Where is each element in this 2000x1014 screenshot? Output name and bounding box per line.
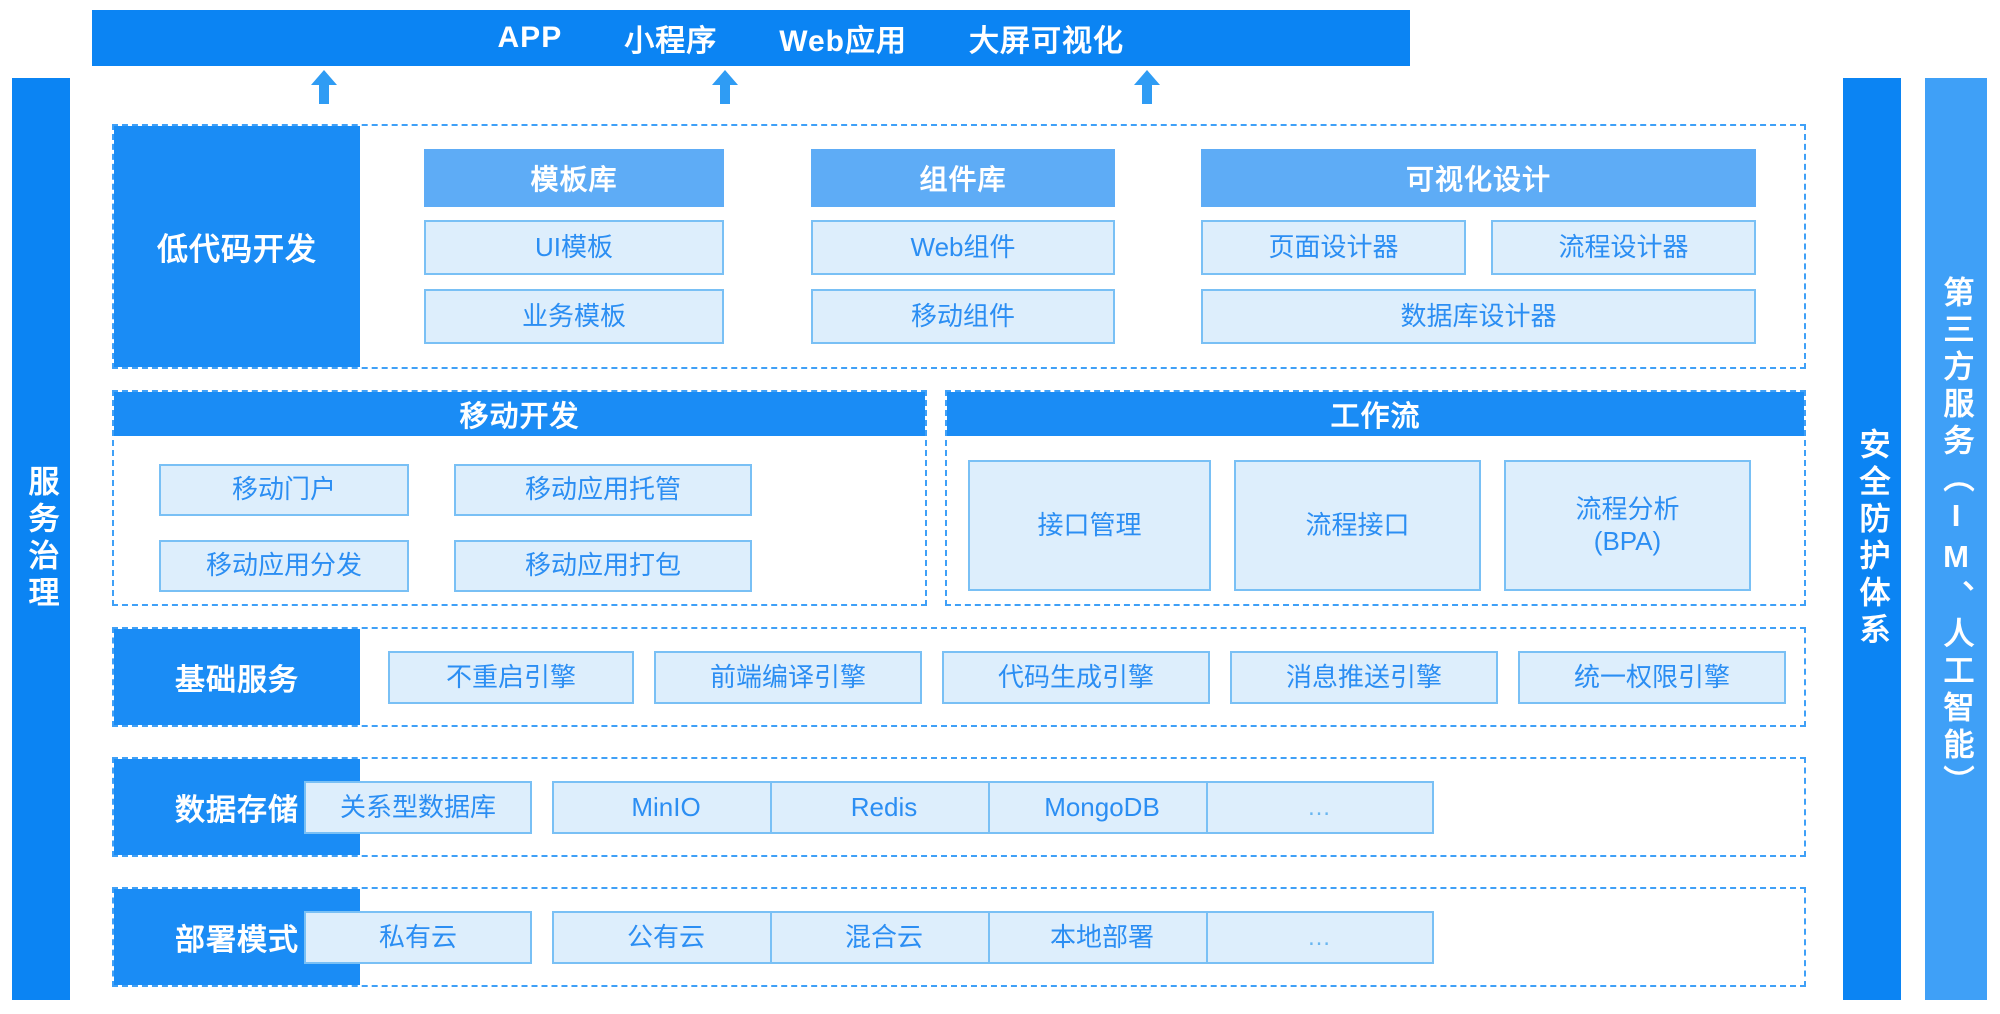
- channel-app: APP: [497, 21, 563, 54]
- cell-unified-permission-engine[interactable]: 统一权限引擎: [1518, 651, 1786, 704]
- sidebar-third-party-service: 第三方服务（IM、人工智能）: [1925, 78, 1987, 1000]
- cell-message-push-engine[interactable]: 消息推送引擎: [1230, 651, 1498, 704]
- cell-public-cloud[interactable]: 公有云: [552, 911, 780, 964]
- cell-ui-template[interactable]: UI模板: [424, 220, 724, 275]
- cell-frontend-compile-engine[interactable]: 前端编译引擎: [654, 651, 922, 704]
- cell-process-analysis-bpa[interactable]: 流程分析 (BPA): [1504, 460, 1751, 591]
- up-arrow-icon-2: [712, 70, 738, 104]
- cell-mobile-app-distribution[interactable]: 移动应用分发: [159, 540, 409, 592]
- cell-private-cloud[interactable]: 私有云: [304, 911, 532, 964]
- section-mobile-development: 移动开发 移动门户 移动应用托管 移动应用分发 移动应用打包: [112, 390, 927, 606]
- section-base-service: 基础服务 不重启引擎 前端编译引擎 代码生成引擎 消息推送引擎 统一权限引擎: [112, 627, 1806, 727]
- cell-hybrid-cloud[interactable]: 混合云: [770, 911, 998, 964]
- cell-page-designer[interactable]: 页面设计器: [1201, 220, 1466, 275]
- cell-on-premise[interactable]: 本地部署: [988, 911, 1216, 964]
- cell-code-generation-engine[interactable]: 代码生成引擎: [942, 651, 1210, 704]
- workflow-head: 工作流: [947, 392, 1804, 436]
- section-lowcode-development: 低代码开发 模板库 UI模板 业务模板 组件库 Web组件 移动组件 可视化设计…: [112, 124, 1806, 369]
- cell-relational-database[interactable]: 关系型数据库: [304, 781, 532, 834]
- channel-miniprogram: 小程序: [624, 25, 718, 58]
- cell-mobile-component[interactable]: 移动组件: [811, 289, 1115, 344]
- cell-database-designer[interactable]: 数据库设计器: [1201, 289, 1756, 344]
- cell-web-component[interactable]: Web组件: [811, 220, 1115, 275]
- cell-interface-management[interactable]: 接口管理: [968, 460, 1211, 591]
- lowcode-label: 低代码开发: [114, 126, 360, 367]
- cell-flow-designer[interactable]: 流程设计器: [1491, 220, 1756, 275]
- cell-business-template[interactable]: 业务模板: [424, 289, 724, 344]
- cell-minio[interactable]: MinIO: [552, 781, 780, 834]
- cell-process-interface[interactable]: 流程接口: [1234, 460, 1481, 591]
- cell-mobile-app-packaging[interactable]: 移动应用打包: [454, 540, 752, 592]
- base-service-label: 基础服务: [114, 629, 360, 725]
- cell-mobile-portal[interactable]: 移动门户: [159, 464, 409, 516]
- section-deploy-mode: 部署模式 私有云 公有云 混合云 本地部署 …: [112, 887, 1806, 987]
- up-arrow-icon-1: [311, 70, 337, 104]
- top-channel-banner: APP 小程序 Web应用 大屏可视化: [92, 10, 1410, 66]
- cell-redis[interactable]: Redis: [770, 781, 998, 834]
- cell-mongodb[interactable]: MongoDB: [988, 781, 1216, 834]
- channel-bigscreen: 大屏可视化: [969, 25, 1124, 58]
- cell-deploy-more[interactable]: …: [1206, 911, 1434, 964]
- sidebar-service-governance: 服务治理: [12, 78, 70, 1000]
- section-data-storage: 数据存储 关系型数据库 MinIO Redis MongoDB …: [112, 757, 1806, 857]
- cell-no-restart-engine[interactable]: 不重启引擎: [388, 651, 634, 704]
- sidebar-security-system: 安全防护体系: [1843, 78, 1901, 1000]
- cell-mobile-app-hosting[interactable]: 移动应用托管: [454, 464, 752, 516]
- section-workflow: 工作流 接口管理 流程接口 流程分析 (BPA): [945, 390, 1806, 606]
- mobile-development-head: 移动开发: [114, 392, 925, 436]
- channel-web: Web应用: [779, 25, 907, 58]
- group-head-visual-design: 可视化设计: [1201, 149, 1756, 207]
- cell-storage-more[interactable]: …: [1206, 781, 1434, 834]
- group-head-template-library: 模板库: [424, 149, 724, 207]
- up-arrow-icon-3: [1134, 70, 1160, 104]
- group-head-component-library: 组件库: [811, 149, 1115, 207]
